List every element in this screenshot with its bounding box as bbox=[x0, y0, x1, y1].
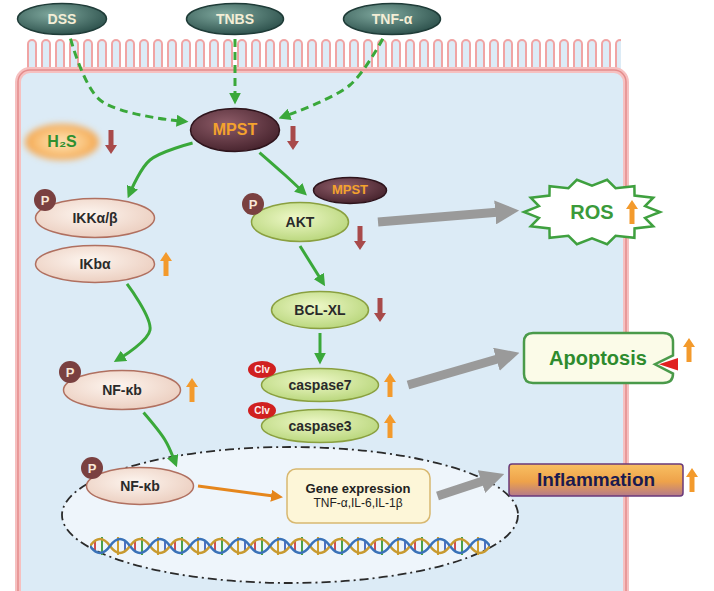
stimulus-oval: TNF-α bbox=[342, 2, 442, 36]
outcome-arrow bbox=[408, 358, 501, 385]
signal-arrow bbox=[144, 413, 174, 459]
node-label: NF-κb bbox=[102, 382, 142, 398]
outcome-box: Apoptosis bbox=[523, 332, 673, 384]
node-label: caspase3 bbox=[288, 418, 351, 434]
node-label: ROS bbox=[570, 201, 613, 224]
dna-strand bbox=[90, 534, 490, 558]
signal-arrow bbox=[122, 284, 150, 357]
node-label: AKT bbox=[286, 214, 315, 230]
node-label: TNBS bbox=[216, 11, 254, 27]
protein-oval: IKbα bbox=[34, 244, 156, 284]
node-label: MPST bbox=[213, 121, 257, 139]
node-body: TNF-α,IL-6,IL-1β bbox=[313, 497, 402, 511]
signal-arrow bbox=[132, 143, 193, 189]
node-label: Gene expression bbox=[306, 482, 411, 497]
protein-oval: caspase7 bbox=[260, 367, 380, 403]
gene-box: Gene expressionTNF-α,IL-6,IL-1β bbox=[286, 468, 431, 524]
signal-arrow bbox=[319, 333, 322, 355]
outcome-bar: Inflammation bbox=[508, 463, 684, 497]
phospho-tag: P bbox=[242, 193, 264, 215]
signal-arrow bbox=[260, 153, 301, 189]
enzyme-oval: MPST bbox=[189, 107, 281, 153]
signal-arrow bbox=[300, 246, 320, 278]
phospho-tag: P bbox=[34, 189, 56, 211]
cell-membrane-line bbox=[18, 70, 626, 591]
protein-oval: BCL-XL bbox=[270, 290, 370, 330]
node-label: Inflammation bbox=[537, 469, 655, 491]
stimulus-oval: TNBS bbox=[185, 2, 285, 36]
protein-oval: AKT bbox=[250, 201, 350, 243]
outcome-arrow bbox=[378, 212, 500, 222]
h2s-glow: H₂S bbox=[23, 122, 101, 162]
node-label: IKKα/β bbox=[72, 210, 117, 226]
outcome-arrow bbox=[438, 480, 487, 496]
enzyme-oval: MPST bbox=[312, 176, 388, 205]
cleaved-tag: Clv bbox=[248, 402, 276, 419]
node-label: DSS bbox=[48, 11, 77, 27]
node-label: caspase7 bbox=[288, 377, 351, 393]
signal-arrow bbox=[71, 39, 179, 121]
node-label: MPST bbox=[332, 183, 368, 198]
signal-arrow bbox=[288, 39, 383, 116]
phospho-tag: P bbox=[59, 361, 81, 383]
phospho-tag: P bbox=[81, 457, 103, 479]
node-label: BCL-XL bbox=[294, 302, 345, 318]
node-label: TNF-α bbox=[372, 11, 412, 27]
node-label: Apoptosis bbox=[549, 347, 647, 370]
node-label: IKbα bbox=[79, 256, 110, 272]
node-label: H₂S bbox=[47, 133, 76, 151]
signal-arrow bbox=[198, 486, 274, 496]
signal-arrow bbox=[234, 39, 237, 95]
nucleus bbox=[62, 447, 518, 583]
ros-burst: ROS bbox=[522, 177, 662, 247]
node-label: NF-κb bbox=[120, 478, 160, 494]
cleaved-tag: Clv bbox=[248, 361, 276, 378]
cell-membrane bbox=[18, 70, 626, 591]
stimulus-oval: DSS bbox=[16, 2, 108, 36]
protein-oval: caspase3 bbox=[260, 408, 380, 444]
